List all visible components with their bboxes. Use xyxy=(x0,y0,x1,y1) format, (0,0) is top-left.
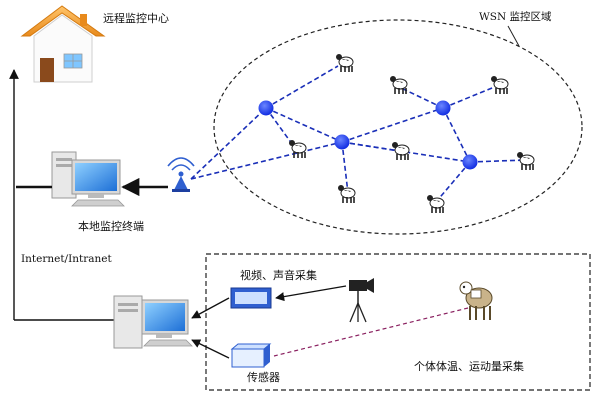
sensor-label: 传感器 xyxy=(247,371,280,384)
internet-label: Internet/Intranet xyxy=(21,253,112,265)
cow-icon xyxy=(490,75,509,95)
wsn-node xyxy=(462,154,478,170)
video-to-terminal-arrow xyxy=(191,297,230,319)
wsn-links xyxy=(190,65,527,203)
camera-to-video-arrow xyxy=(275,285,347,302)
wsn-area-boundary xyxy=(213,19,583,235)
house-icon xyxy=(20,5,106,83)
video-audio-label: 视频、声音采集 xyxy=(240,268,317,282)
cow-icon xyxy=(391,141,410,161)
cow-icon xyxy=(337,184,356,204)
sensor-to-terminal-arrow xyxy=(191,339,230,359)
wsn-node xyxy=(435,100,451,116)
desktop-computer-icon xyxy=(113,295,193,349)
video-audio-device-icon xyxy=(230,287,272,309)
wsn-node xyxy=(334,134,350,150)
wsn-node xyxy=(258,100,274,116)
cow-icon xyxy=(335,53,354,73)
cow-icon xyxy=(389,75,408,95)
local-terminal-label: 本地监控终端 xyxy=(78,219,144,233)
video-camera-icon xyxy=(349,278,374,323)
sensor-box-icon xyxy=(230,343,272,368)
remote-center-label: 远程监控中心 xyxy=(103,11,169,25)
wsn-area-label: WSN 监控区域 xyxy=(479,10,552,23)
desktop-computer-icon xyxy=(51,151,125,207)
individual-collection-label: 个体体温、运动量采集 xyxy=(414,359,524,373)
wireless-antenna-icon xyxy=(167,157,195,192)
acquisition-area-boundary xyxy=(205,253,591,391)
cow-icon xyxy=(459,281,493,320)
cow-icon xyxy=(426,194,445,214)
wsn-label-pointer xyxy=(507,25,520,47)
cow-icon xyxy=(288,139,307,159)
cow-to-sensor-link xyxy=(273,307,469,357)
